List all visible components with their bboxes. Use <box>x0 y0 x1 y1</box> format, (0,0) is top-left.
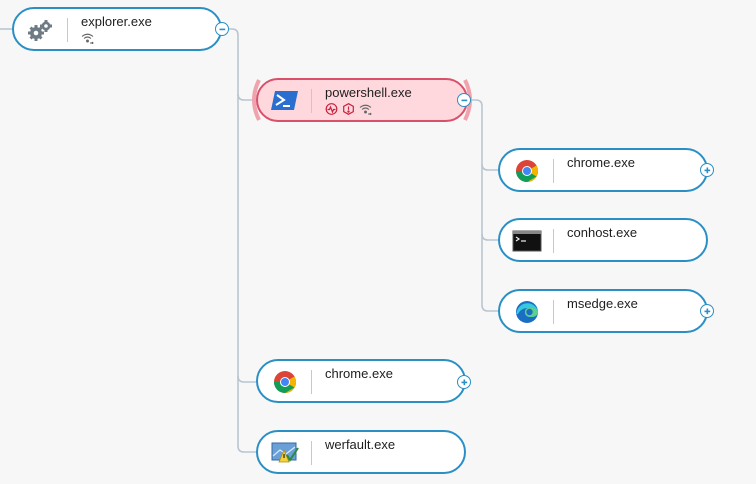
process-name: chrome.exe <box>567 155 635 170</box>
node-divider <box>311 370 312 394</box>
network-icon <box>359 102 372 116</box>
process-node-explorer[interactable]: explorer.exe <box>12 7 222 51</box>
process-node-chrome[interactable]: chrome.exe <box>256 359 466 403</box>
node-divider <box>553 229 554 253</box>
node-divider <box>311 89 312 113</box>
chrome-icon <box>512 159 542 183</box>
process-node-conhost[interactable]: conhost.exe <box>498 218 708 262</box>
process-node-msedge[interactable]: msedge.exe <box>498 289 708 333</box>
process-name: explorer.exe <box>81 14 152 29</box>
gear-cluster-icon <box>26 18 56 42</box>
node-divider <box>553 159 554 183</box>
activity-icon <box>325 102 338 115</box>
node-divider <box>67 18 68 42</box>
powershell-icon <box>270 89 300 113</box>
node-divider <box>553 300 554 324</box>
network-icon <box>81 31 94 45</box>
node-divider <box>311 441 312 465</box>
process-name: conhost.exe <box>567 225 638 240</box>
edge-icon <box>512 300 542 324</box>
process-name: powershell.exe <box>325 85 412 100</box>
expand-toggle-chrome[interactable] <box>457 375 471 389</box>
process-name: msedge.exe <box>567 296 638 311</box>
process-name: werfault.exe <box>325 437 396 452</box>
expand-toggle-chrome[interactable] <box>700 163 714 177</box>
collapse-toggle-powershell[interactable] <box>457 93 471 107</box>
collapse-toggle-explorer[interactable] <box>215 22 229 36</box>
werfault-icon <box>270 441 300 465</box>
expand-toggle-msedge[interactable] <box>700 304 714 318</box>
process-node-werfault[interactable]: werfault.exe <box>256 430 466 474</box>
hexagon-alert-icon <box>342 102 355 115</box>
console-icon <box>512 229 542 253</box>
process-name: chrome.exe <box>325 366 393 381</box>
chrome-icon <box>270 370 300 394</box>
process-node-powershell[interactable]: powershell.exe <box>256 78 468 122</box>
process-node-chrome[interactable]: chrome.exe <box>498 148 708 192</box>
